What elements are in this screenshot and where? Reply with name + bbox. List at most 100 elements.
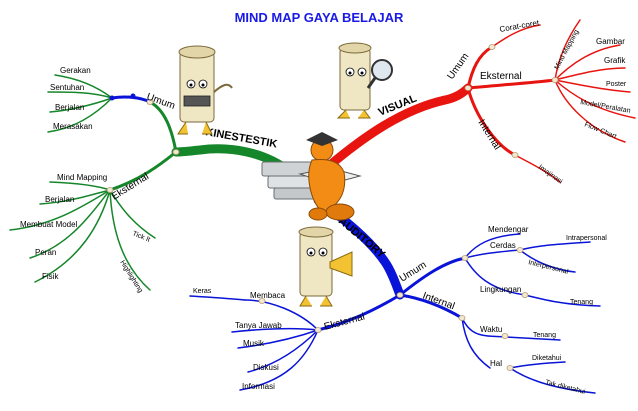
auditory-item-tanya-jawab: Tanya Jawab <box>235 321 282 330</box>
visual-item-poster: Poster <box>606 81 627 88</box>
kinestetik-peran-line <box>29 189 111 259</box>
auditory-item-diskusi: Diskusi <box>253 363 279 372</box>
auditory-junction-node <box>396 292 404 298</box>
visual-mindmap-line <box>554 19 581 81</box>
auditory-tanyajawab-line <box>231 327 319 333</box>
auditory-cerdas-label: Cerdas <box>490 241 516 250</box>
auditory-lingkungan-node <box>521 292 529 298</box>
kinestetik-umum-blue-node <box>109 95 115 101</box>
visual-umum-label: Umum <box>445 51 471 81</box>
auditory-tenang-label: Tenang <box>570 299 593 306</box>
auditory-mendengar-label: Mendengar <box>488 225 529 234</box>
kinestetik-tickit-line <box>109 189 156 239</box>
kinestetik-eksternal-line <box>108 150 178 192</box>
auditory-intrapersonal-label: Intrapersonal <box>566 235 607 242</box>
auditory-waktu-node <box>501 333 509 339</box>
visual-internal-label: Internal <box>475 118 502 152</box>
auditory-waktu-tenang-line <box>487 335 561 341</box>
visual-eksternal-node <box>551 77 559 83</box>
kinestetik-eksternal-node <box>106 187 114 193</box>
visual-branch: VISUAL Umum Corat-coret Eksternal Mind M… <box>325 18 636 186</box>
visual-imajinasi-line <box>514 154 561 183</box>
visual-internal-line <box>466 86 517 157</box>
kinestetik-item-gerakan: Gerakan <box>60 66 91 75</box>
kinestetik-item-highlighting: Highlighting <box>118 259 143 294</box>
reading-figure-icon <box>261 132 362 221</box>
auditory-musik-line <box>237 329 319 349</box>
visual-umum-line <box>466 45 494 90</box>
visual-junction-node <box>464 85 472 91</box>
auditory-branch: AUDITORY Umum Mendengar Cerdas Intrapers… <box>189 195 607 396</box>
auditory-main-label: AUDITORY <box>336 215 388 261</box>
visual-item-grafik: Grafik <box>604 56 626 65</box>
kinestetik-umum-blue-node-2 <box>130 93 136 99</box>
auditory-diketahui-label: Diketahui <box>532 355 562 362</box>
visual-model-line <box>554 79 636 119</box>
visual-poster-line <box>554 79 631 93</box>
visual-eksternal-label: Eksternal <box>480 71 522 82</box>
auditory-tenang-line <box>524 294 601 307</box>
auditory-tak-diketahui-label: Tak diketahui <box>545 379 587 396</box>
kinestetik-junction-node <box>172 149 180 155</box>
auditory-lingkungan-label: Lingkungan <box>480 285 521 294</box>
visual-corat-line <box>491 24 541 48</box>
kinestetik-item-berjalan: Berjalan <box>55 103 84 112</box>
auditory-membaca-line <box>244 299 319 331</box>
kinestetik-merasakan-line <box>47 97 113 133</box>
kinestetik-main-line <box>171 144 295 177</box>
kinestetik-umum-line <box>148 100 178 154</box>
kinestetik-item-berjalan2: Berjalan <box>45 195 74 204</box>
auditory-hal-node <box>506 365 514 371</box>
auditory-umum-node <box>461 255 469 261</box>
auditory-waktu-label: Waktu <box>480 325 502 334</box>
auditory-cerdas-node <box>516 247 524 253</box>
kinestetik-highlight-line <box>109 189 151 291</box>
kinestetik-item-sentuhan: Sentuhan <box>50 83 84 92</box>
kinestetik-branch: KINESTESTIK Umum Gerakan Sentuhan Berjal… <box>9 66 295 294</box>
auditory-diketahui-line <box>509 361 566 369</box>
auditory-hal-label: Hal <box>490 359 502 368</box>
visual-umum-node <box>488 44 496 50</box>
auditory-mendengar-line <box>464 233 521 259</box>
kinestetik-mindmap-line <box>49 181 111 191</box>
kinestetik-model-line <box>9 189 111 231</box>
auditory-cerdas-line <box>464 249 521 259</box>
auditory-tak-diketahui-line <box>509 367 596 394</box>
visual-internal-node <box>511 152 519 158</box>
visual-main-line <box>325 83 473 170</box>
auditory-item-musik: Musik <box>243 339 265 348</box>
scroll-character-icon <box>177 45 233 135</box>
auditory-hal-line <box>461 317 491 369</box>
kinestetik-umum-label: Umum <box>145 91 176 111</box>
kinestetik-item-fisik: Fisik <box>42 272 59 281</box>
auditory-internal-label: Internal <box>421 290 456 312</box>
auditory-umum-label: Umum <box>398 260 429 285</box>
auditory-keras-label: Keras <box>193 288 212 295</box>
visual-item-gambar: Gambar <box>596 37 625 46</box>
visual-grafik-line <box>554 67 626 81</box>
auditory-item-membaca: Membaca <box>250 291 286 300</box>
auditory-waktu-tenang-label: Tenang <box>533 332 556 339</box>
kinestetik-item-merasakan: Merasakan <box>53 122 93 131</box>
kinestetik-berjalan-line <box>49 97 113 113</box>
visual-item-flowchart: Flow Chart <box>583 121 617 140</box>
auditory-internal-node <box>458 315 466 321</box>
kinestetik-item-membuat-model: Membuat Model <box>20 220 78 229</box>
auditory-intra-line <box>519 241 591 251</box>
diagram-title: MIND MAP GAYA BELAJAR <box>235 10 404 25</box>
auditory-lingkungan-line <box>464 257 526 296</box>
auditory-eksternal-label: Eksternal <box>323 311 366 332</box>
visual-flowchart-line <box>554 79 626 143</box>
auditory-eksternal-node <box>314 327 322 333</box>
visual-item-model: Model/Peralatan <box>580 99 632 115</box>
visual-imajinasi-label: Imajinasi <box>537 164 564 186</box>
auditory-umum-line <box>398 256 467 297</box>
auditory-diskusi-line <box>247 329 319 373</box>
auditory-keras-line <box>189 295 246 301</box>
magnifier-character-icon <box>336 42 393 119</box>
kinestetik-umum-node <box>146 99 154 105</box>
visual-gambar-line <box>554 44 621 81</box>
kinestetik-item-mind-mapping: Mind Mapping <box>57 173 107 182</box>
